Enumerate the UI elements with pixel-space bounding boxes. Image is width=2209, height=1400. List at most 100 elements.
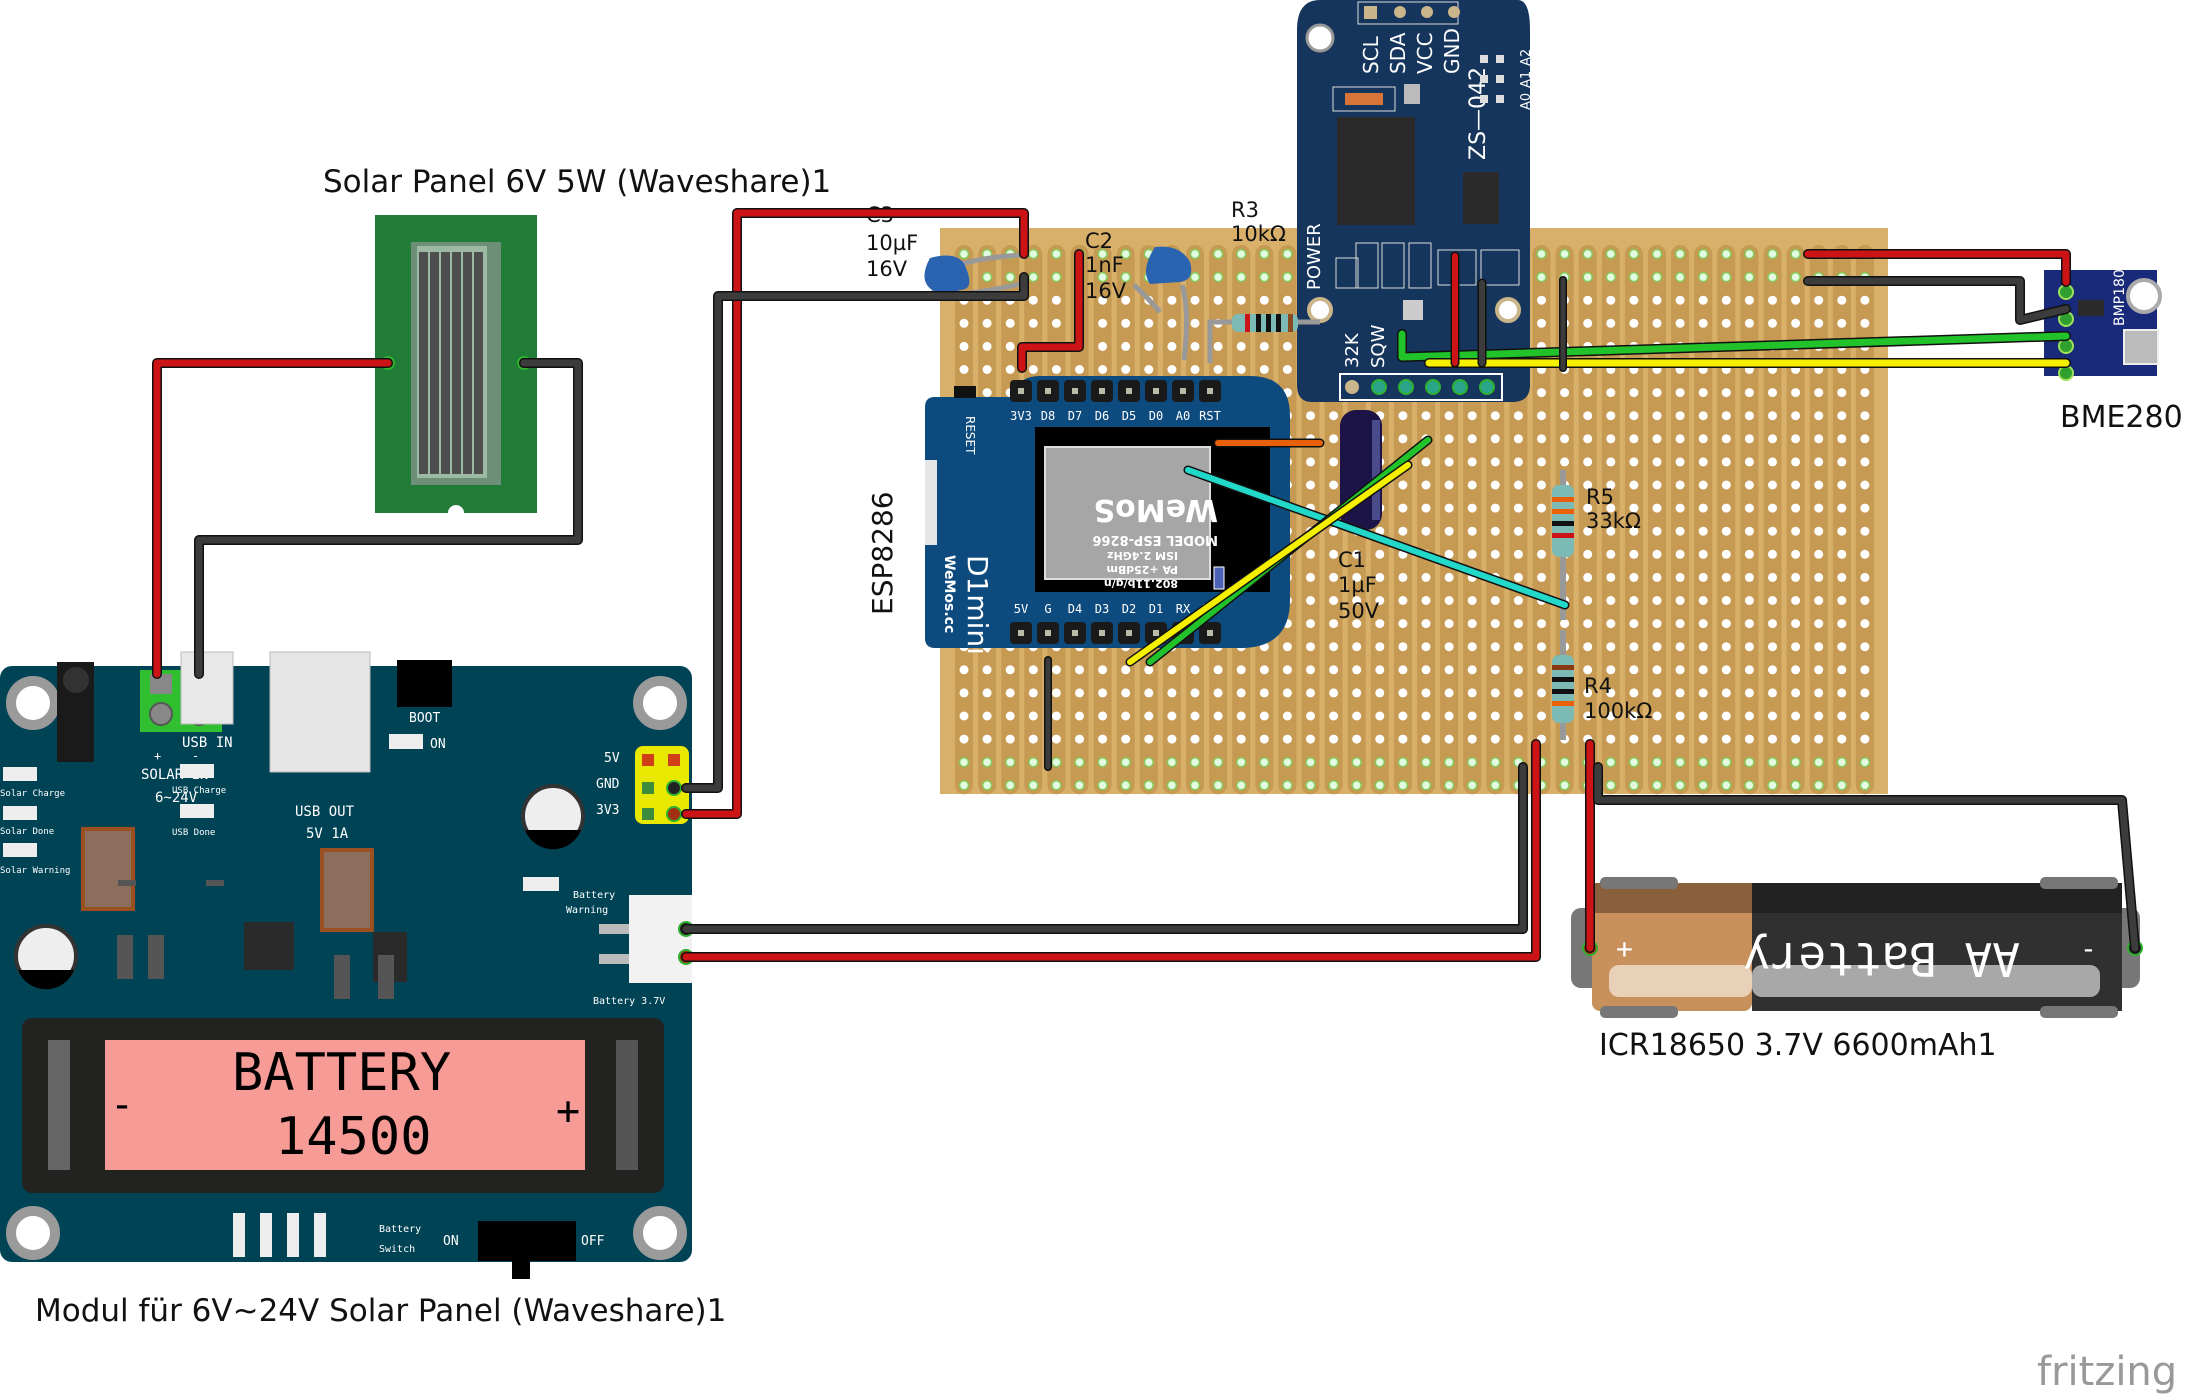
wire-batt-minus[interactable]	[1594, 763, 2139, 952]
stripboard-hole[interactable]	[1744, 734, 1754, 744]
stripboard-hole[interactable]	[1398, 596, 1408, 605]
stripboard-hole[interactable]	[1721, 434, 1731, 444]
stripboard-hole[interactable]	[1306, 572, 1315, 582]
stripboard-hole[interactable]	[982, 365, 992, 374]
stripboard-hole[interactable]	[1652, 665, 1662, 675]
stripboard-hole[interactable]	[1144, 711, 1154, 721]
stripboard-hole[interactable]	[1051, 780, 1062, 791]
stripboard-hole[interactable]	[958, 248, 970, 260]
stripboard-hole[interactable]	[1144, 341, 1154, 351]
stripboard-hole[interactable]	[1744, 572, 1754, 582]
stripboard-hole[interactable]	[1559, 248, 1570, 260]
stripboard-hole[interactable]	[1375, 711, 1385, 721]
battery-switch[interactable]	[478, 1221, 576, 1261]
resistor-r4[interactable]	[1552, 630, 1574, 740]
stripboard-hole[interactable]	[1859, 780, 1871, 791]
stripboard-hole[interactable]	[1028, 248, 1039, 260]
stripboard-hole[interactable]	[1837, 642, 1847, 652]
stripboard-hole[interactable]	[1167, 734, 1177, 744]
stripboard-hole[interactable]	[1398, 434, 1408, 444]
stripboard-hole[interactable]	[1005, 711, 1015, 721]
stripboard-hole[interactable]	[1768, 526, 1777, 536]
stripboard-hole[interactable]	[1537, 457, 1546, 467]
stripboard-hole[interactable]	[1814, 572, 1824, 582]
stripboard-hole[interactable]	[1490, 665, 1500, 675]
wire-esp-d2[interactable]	[1127, 462, 1411, 665]
stripboard-hole[interactable]	[1721, 734, 1731, 744]
stripboard-hole[interactable]	[1235, 271, 1247, 283]
stripboard-hole[interactable]	[1421, 619, 1431, 629]
stripboard-hole[interactable]	[1259, 688, 1269, 698]
stripboard-hole[interactable]	[1167, 318, 1177, 328]
stripboard-hole[interactable]	[1651, 271, 1663, 283]
stripboard-hole[interactable]	[1352, 572, 1362, 582]
wire-battery-plus[interactable]	[682, 740, 1540, 961]
stripboard-hole[interactable]	[1836, 780, 1848, 791]
stripboard-hole[interactable]	[1652, 711, 1662, 721]
stripboard-hole[interactable]	[1051, 734, 1061, 744]
stripboard-hole[interactable]	[1628, 756, 1640, 768]
stripboard-hole[interactable]	[1212, 271, 1224, 283]
stripboard-hole[interactable]	[1212, 248, 1224, 260]
stripboard-hole[interactable]	[1744, 388, 1754, 398]
stripboard-hole[interactable]	[1860, 665, 1870, 675]
stripboard-hole[interactable]	[1537, 526, 1546, 536]
stripboard-hole[interactable]	[1768, 388, 1777, 398]
stripboard-hole[interactable]	[1004, 756, 1016, 768]
stripboard-hole[interactable]	[1028, 711, 1038, 721]
stripboard-hole[interactable]	[1652, 572, 1662, 582]
stripboard-hole[interactable]	[1421, 572, 1431, 582]
stripboard-hole[interactable]	[1651, 780, 1663, 791]
stripboard-hole[interactable]	[1768, 596, 1777, 605]
stripboard-hole[interactable]	[1398, 572, 1408, 582]
stripboard-hole[interactable]	[1236, 341, 1246, 351]
stripboard-hole[interactable]	[1837, 434, 1847, 444]
stripboard-hole[interactable]	[1652, 688, 1662, 698]
stripboard-hole[interactable]	[1190, 665, 1200, 675]
stripboard-hole[interactable]	[1397, 780, 1409, 791]
stripboard-hole[interactable]	[1791, 411, 1801, 421]
stripboard-hole[interactable]	[1190, 365, 1200, 374]
stripboard-hole[interactable]	[1537, 434, 1546, 444]
stripboard-hole[interactable]	[1744, 457, 1754, 467]
stripboard-hole[interactable]	[1166, 780, 1178, 791]
stripboard-hole[interactable]	[1582, 271, 1593, 283]
stripboard-hole[interactable]	[1583, 572, 1593, 582]
stripboard-hole[interactable]	[1467, 596, 1477, 605]
stripboard-hole[interactable]	[1097, 756, 1108, 768]
stripboard-hole[interactable]	[1652, 619, 1662, 629]
stripboard-hole[interactable]	[1606, 480, 1616, 490]
stripboard-hole[interactable]	[1120, 271, 1131, 283]
stripboard-hole[interactable]	[1005, 665, 1015, 675]
stripboard-hole[interactable]	[1814, 688, 1824, 698]
stripboard-hole[interactable]	[1698, 295, 1708, 305]
stripboard-hole[interactable]	[1698, 388, 1708, 398]
stripboard-hole[interactable]	[1467, 457, 1477, 467]
stripboard-hole[interactable]	[1490, 619, 1500, 629]
stripboard-hole[interactable]	[1190, 341, 1200, 351]
stripboard-hole[interactable]	[1189, 271, 1201, 283]
stripboard-hole[interactable]	[1375, 688, 1385, 698]
stripboard-hole[interactable]	[1235, 248, 1247, 260]
stripboard-hole[interactable]	[1814, 434, 1824, 444]
stripboard-hole[interactable]	[1537, 549, 1546, 559]
stripboard-hole[interactable]	[1814, 596, 1824, 605]
stripboard-hole[interactable]	[1814, 619, 1824, 629]
stripboard-hole[interactable]	[1213, 365, 1223, 374]
stripboard-hole[interactable]	[1398, 734, 1408, 744]
stripboard-hole[interactable]	[1352, 665, 1362, 675]
bme-pin[interactable]	[2058, 365, 2074, 381]
stripboard-hole[interactable]	[1467, 526, 1477, 536]
stripboard-hole[interactable]	[1721, 596, 1731, 605]
stripboard-hole[interactable]	[1189, 780, 1201, 791]
stripboard-hole[interactable]	[1791, 318, 1801, 328]
stripboard-hole[interactable]	[1282, 271, 1293, 283]
stripboard-hole[interactable]	[1606, 549, 1616, 559]
stripboard-hole[interactable]	[1513, 596, 1523, 605]
stripboard-hole[interactable]	[1791, 711, 1801, 721]
stripboard-hole[interactable]	[1629, 711, 1639, 721]
stripboard-hole[interactable]	[1768, 642, 1777, 652]
stripboard-hole[interactable]	[1698, 526, 1708, 536]
stripboard-hole[interactable]	[1444, 526, 1454, 536]
stripboard-hole[interactable]	[1190, 711, 1200, 721]
